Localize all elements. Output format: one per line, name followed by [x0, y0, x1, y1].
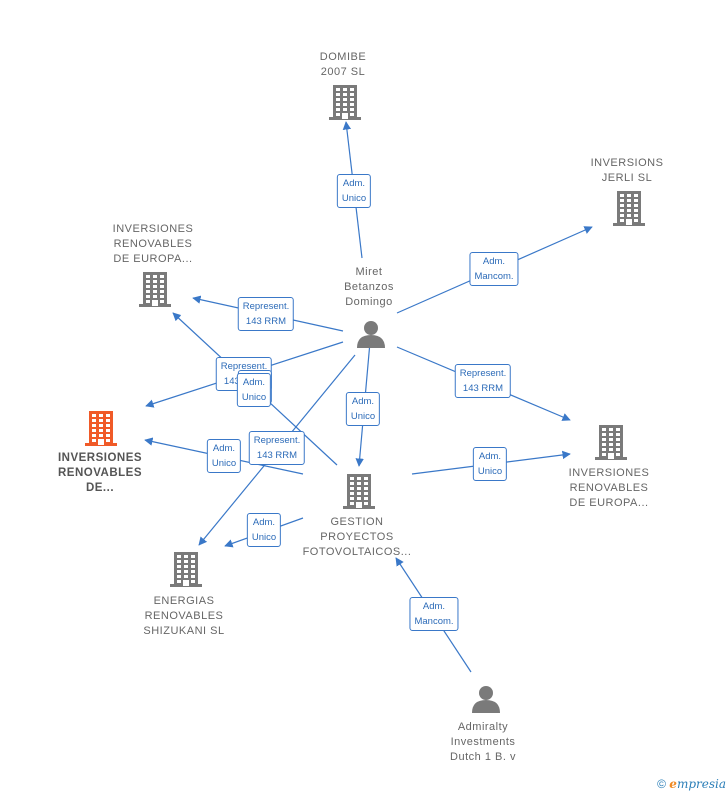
node-label-miret[interactable]: Miret Betanzos Domingo: [344, 266, 394, 308]
node-label-focus[interactable]: INVERSIONES RENOVABLES DE...: [57, 452, 143, 494]
edge-label-gestion-to-focus[interactable]: Represent. 143 RRM: [248, 431, 306, 465]
edge-label-gestion-to-ire2[interactable]: Adm. Unico: [472, 447, 508, 481]
person-icon[interactable]: [472, 686, 500, 713]
person-icon[interactable]: [357, 321, 385, 348]
focus-building-icon[interactable]: [85, 411, 117, 446]
edge-label-miret-to-jerli[interactable]: Adm. Mancom.: [469, 252, 519, 286]
edge-label-gestion-to-focus[interactable]: Adm. Unico: [206, 439, 242, 473]
building-icon[interactable]: [170, 552, 202, 587]
node-label-ire1[interactable]: INVERSIONES RENOVABLES DE EUROPA...: [112, 223, 194, 265]
edge-label-miret-to-ire2[interactable]: Represent. 143 RRM: [454, 364, 512, 398]
node-label-gestion[interactable]: GESTION PROYECTOS FOTOVOLTAICOS...: [302, 516, 412, 558]
edge-label-miret-to-domibe[interactable]: Adm. Unico: [336, 174, 372, 208]
building-icon[interactable]: [139, 272, 171, 307]
building-icon[interactable]: [343, 474, 375, 509]
edge-label-admiralty-to-gestion[interactable]: Adm. Mancom.: [409, 597, 459, 631]
node-label-shizukani[interactable]: ENERGIAS RENOVABLES SHIZUKANI SL: [143, 595, 225, 637]
edge-label-gestion-to-shizukani[interactable]: Adm. Unico: [246, 513, 282, 547]
node-label-domibe[interactable]: DOMIBE 2007 SL: [319, 51, 367, 78]
building-icon[interactable]: [595, 425, 627, 460]
icons-layer: [85, 85, 645, 713]
node-label-jerli[interactable]: INVERSIONS JERLI SL: [590, 157, 664, 184]
building-icon[interactable]: [613, 191, 645, 226]
building-icon[interactable]: [329, 85, 361, 120]
node-label-ire2[interactable]: INVERSIONES RENOVABLES DE EUROPA...: [568, 467, 650, 509]
edge-label-miret-to-gestion[interactable]: Adm. Unico: [345, 392, 381, 426]
brand-logo: empresia: [669, 777, 726, 791]
copyright-icon: ©: [657, 777, 666, 791]
footer-brand[interactable]: © empresia: [657, 777, 726, 791]
edge-label-gestion-to-ire1[interactable]: Adm. Unico: [236, 373, 272, 407]
edge-label-miret-to-ire1[interactable]: Represent. 143 RRM: [237, 297, 295, 331]
node-label-admiralty[interactable]: Admiralty Investments Dutch 1 B. v: [450, 721, 516, 763]
